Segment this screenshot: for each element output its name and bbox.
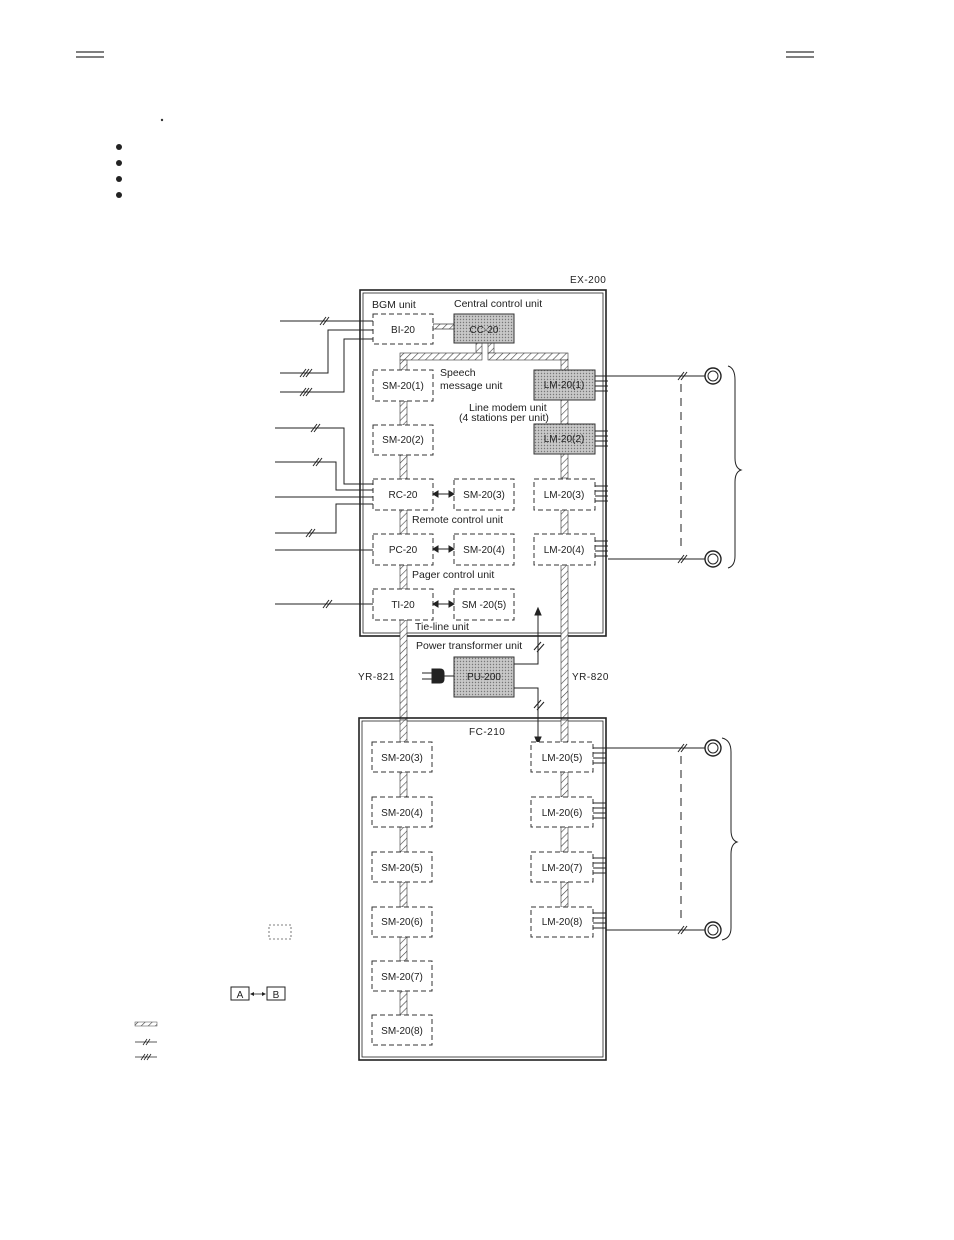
unit-bi20: BI-20 <box>372 313 434 345</box>
unit-sm20-1: SM-20(1) <box>372 369 434 402</box>
brace-top <box>727 365 743 569</box>
svg-text:SM-20(3): SM-20(3) <box>463 490 505 501</box>
label-tie-line-unit: Tie-line unit <box>415 621 469 633</box>
label-message-unit: message unit <box>440 380 503 392</box>
label-cable-yr821: YR-821 <box>358 672 395 683</box>
cabinet-top-label: EX-200 <box>570 275 606 286</box>
power-plug-icon <box>422 668 454 684</box>
label-central-control-unit: Central control unit <box>454 298 542 310</box>
svg-text:SM-20(6): SM-20(6) <box>381 917 423 928</box>
legend-box-b-label: B <box>273 990 280 1001</box>
unit-sm20-7: SM-20(7) <box>371 960 433 992</box>
svg-text:RC-20: RC-20 <box>389 490 418 501</box>
station-speaker-bottom-2 <box>704 921 722 939</box>
unit-lm20-5: LM-20(5) <box>530 741 594 773</box>
unit-lm20-4: LM-20(4) <box>533 533 596 566</box>
label-pager-control-unit: Pager control unit <box>412 569 494 581</box>
svg-text:SM-20(3): SM-20(3) <box>381 753 423 764</box>
unit-cc20: CC-20 <box>453 313 515 344</box>
unit-sm20-4: SM-20(4) <box>371 796 433 828</box>
unit-sm20-6: SM-20(6) <box>371 906 433 938</box>
brace-bottom <box>721 737 739 941</box>
legend-optional-unit-symbol <box>268 924 292 940</box>
legend-bus-symbol <box>134 1021 158 1027</box>
svg-text:TI-20: TI-20 <box>391 600 415 611</box>
bullet <box>116 160 122 166</box>
cabinet-ex200: EX-200 <box>359 275 607 637</box>
svg-text:SM-20(7): SM-20(7) <box>381 972 423 983</box>
label-cable-yr820: YR-820 <box>572 672 609 683</box>
unit-links <box>432 490 455 608</box>
unit-lm20-1: LM-20(1) <box>533 369 596 401</box>
unit-sm20-8: SM-20(8) <box>371 1014 433 1046</box>
svg-text:LM-20(6): LM-20(6) <box>542 808 583 819</box>
label-remote-control-unit: Remote control unit <box>412 514 503 526</box>
svg-text:LM-20(3): LM-20(3) <box>544 490 585 501</box>
legend-two-wire-symbol <box>135 1038 157 1046</box>
unit-sm20-4-top: SM-20(4) <box>453 533 515 566</box>
legend-multi-wire-symbol <box>135 1053 157 1061</box>
unit-lm20-3: LM-20(3) <box>533 478 596 511</box>
bullet <box>116 192 122 198</box>
label-speech: Speech <box>440 367 476 379</box>
svg-text:SM-20(5): SM-20(5) <box>381 863 423 874</box>
svg-text:PC-20: PC-20 <box>389 545 418 556</box>
svg-text:SM -20(5): SM -20(5) <box>462 600 506 611</box>
station-speaker-top-1 <box>704 367 722 385</box>
svg-text:LM-20(2): LM-20(2) <box>544 434 585 445</box>
svg-text:LM-20(8): LM-20(8) <box>542 917 583 928</box>
svg-text:SM-20(2): SM-20(2) <box>382 435 424 446</box>
svg-text:LM-20(4): LM-20(4) <box>544 545 585 556</box>
unit-rc20: RC-20 <box>372 478 434 511</box>
header-marks <box>76 51 814 122</box>
power-feed-lines <box>514 606 545 746</box>
svg-text:BI-20: BI-20 <box>391 325 415 336</box>
svg-text:SM-20(4): SM-20(4) <box>381 808 423 819</box>
station-speaker-top-2 <box>704 550 722 568</box>
unit-lm20-7: LM-20(7) <box>530 851 594 883</box>
svg-text:SM-20(8): SM-20(8) <box>381 1026 423 1037</box>
svg-text:LM-20(1): LM-20(1) <box>544 380 585 391</box>
label-power-transformer-unit: Power transformer unit <box>416 640 522 652</box>
label-stations-per-unit: (4 stations per unit) <box>459 412 549 424</box>
station-speaker-bottom-1 <box>704 739 722 757</box>
input-lines <box>275 316 373 609</box>
unit-sm20-2: SM-20(2) <box>372 424 434 456</box>
svg-text:CC-20: CC-20 <box>470 325 499 336</box>
unit-lm20-6: LM-20(6) <box>530 796 594 828</box>
label-bgm-unit: BGM unit <box>372 299 416 311</box>
bullet <box>116 144 122 150</box>
legend-box-a-label: A <box>237 990 244 1001</box>
unit-ti20: TI-20 <box>372 588 434 621</box>
unit-sm20-3-top: SM-20(3) <box>453 478 515 511</box>
unit-pu200: PU-200 <box>453 656 515 698</box>
unit-sm20-5: SM-20(5) <box>371 851 433 883</box>
svg-text:LM-20(7): LM-20(7) <box>542 863 583 874</box>
bus-top <box>399 323 569 721</box>
legend: A B <box>134 924 292 1061</box>
svg-text:SM-20(1): SM-20(1) <box>382 381 424 392</box>
cabinet-bottom-label: FC-210 <box>469 727 505 738</box>
unit-pc20: PC-20 <box>372 533 434 566</box>
bullet <box>116 176 122 182</box>
unit-lm20-8: LM-20(8) <box>530 906 594 938</box>
unit-sm20-3: SM-20(3) <box>371 741 433 773</box>
unit-lm20-2: LM-20(2) <box>533 423 596 455</box>
legend-box-b <box>266 986 286 1001</box>
lm-station-jacks-bottom <box>593 743 705 935</box>
label-line-modem-unit: Line modem unit <box>469 402 547 414</box>
cabinet-fc210: FC-210 <box>358 717 607 1061</box>
legend-box-a <box>230 986 250 1001</box>
unit-sm20-5-top: SM -20(5) <box>453 588 515 621</box>
svg-text:PU-200: PU-200 <box>467 672 501 683</box>
svg-text:SM-20(4): SM-20(4) <box>463 545 505 556</box>
lm-station-jacks-top <box>595 371 705 564</box>
svg-text:LM-20(5): LM-20(5) <box>542 753 583 764</box>
bullet-list <box>116 144 122 198</box>
